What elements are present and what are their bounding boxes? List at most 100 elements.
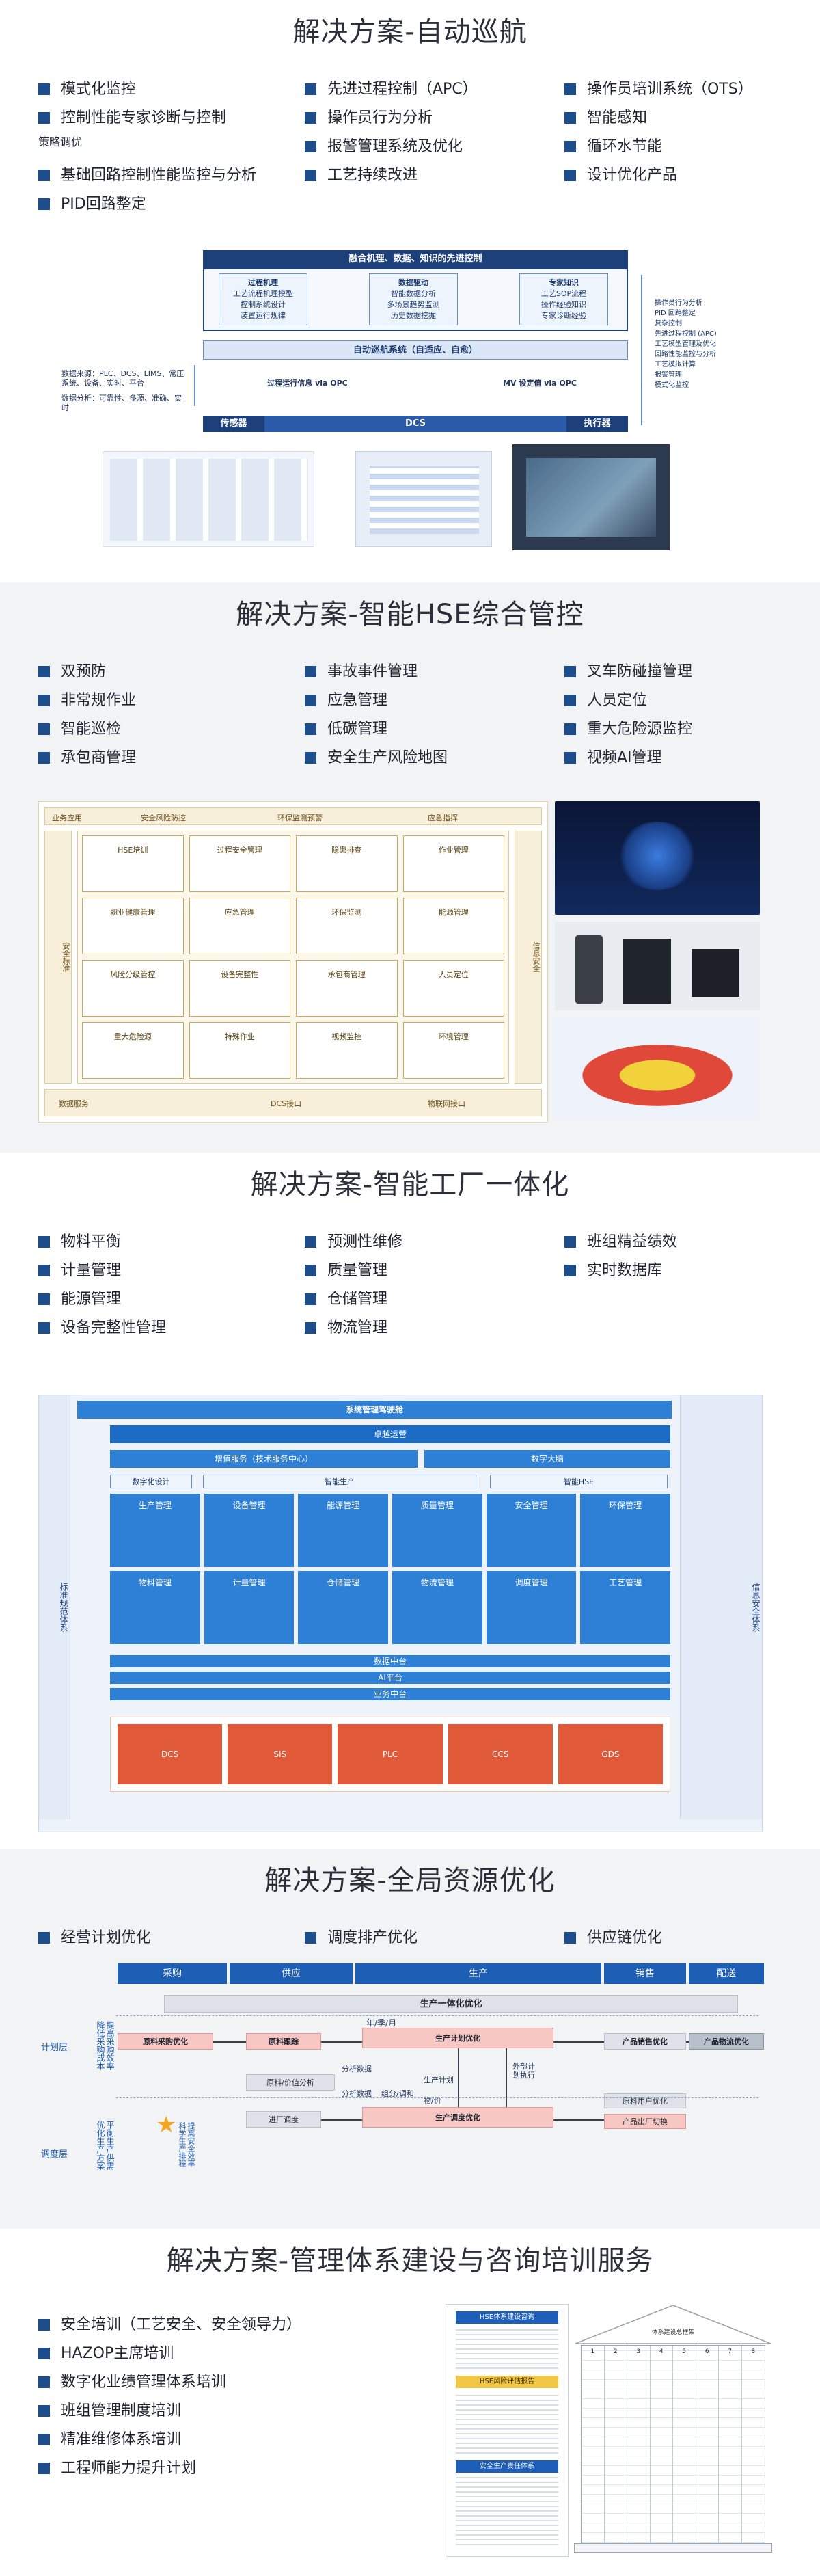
auto-cruise-diagram: 融合机理、数据、知识的先进控制 过程机理 工艺流程机理模型 控制系统设计 装置运… bbox=[62, 247, 758, 453]
bullet-square-icon bbox=[564, 83, 576, 95]
hse-module: HSE培训 bbox=[82, 835, 184, 892]
bullet-item: 计量管理 bbox=[38, 1257, 305, 1285]
diagram-cruise-bar: 自动巡航系统（自适应、自愈） bbox=[203, 340, 628, 360]
connector-line bbox=[458, 2048, 459, 2107]
flow-label: 分析数据 bbox=[342, 2089, 372, 2098]
flow-label: 物/价 bbox=[424, 2096, 441, 2105]
doc-heading: HSE风险评估报告 bbox=[456, 2376, 558, 2388]
bullet-item: 班组管理制度培训 bbox=[38, 2397, 421, 2426]
factory-col-a: 数字化设计 bbox=[110, 1475, 192, 1488]
flow-box: 产品出厂切换 bbox=[604, 2114, 686, 2129]
hse-module: 特殊作业 bbox=[189, 1022, 290, 1079]
house-column: 7 bbox=[719, 2346, 742, 2543]
diagram-opc-left: 过程运行信息 via OPC bbox=[267, 379, 348, 388]
house-column: 8 bbox=[741, 2346, 765, 2543]
bullet-item: 报警管理系统及优化 bbox=[305, 133, 564, 161]
bullet-item: 控制性能专家诊断与控制 bbox=[38, 104, 305, 133]
schedule-layer-label: 调度层 bbox=[41, 2149, 68, 2160]
house-body: 1 2 3 4 5 6 7 8 bbox=[581, 2345, 765, 2543]
bullet-square-icon bbox=[38, 2405, 50, 2417]
bullet-item: 调度排产优化 bbox=[305, 1924, 564, 1953]
doc-heading: HSE体系建设咨询 bbox=[456, 2311, 558, 2324]
hse-module: 应急管理 bbox=[189, 898, 290, 954]
bullet-square-icon bbox=[564, 112, 576, 124]
hse-right-side: 信息安全 bbox=[515, 831, 542, 1084]
factory-control-box: GDS bbox=[558, 1724, 663, 1784]
section-title: 解决方案-自动巡航 bbox=[292, 16, 528, 48]
bullet-square-icon bbox=[564, 752, 576, 764]
doc-heading: 安全生产责任体系 bbox=[456, 2460, 558, 2473]
house-column: 3 bbox=[627, 2346, 651, 2543]
bullet-item: 操作员培训系统（OTS） bbox=[564, 75, 820, 104]
bullet-square-icon bbox=[38, 666, 50, 677]
flow-box: 生产调度优化 bbox=[362, 2107, 554, 2128]
bullet-item: 模式化监控 bbox=[38, 75, 305, 104]
bullet-square-icon bbox=[305, 83, 316, 95]
bullet-square-icon bbox=[38, 2463, 50, 2474]
factory-module: 生产管理 bbox=[110, 1494, 200, 1567]
bullet-item: 操作员行为分析 bbox=[305, 104, 564, 133]
optimization-diagram: 采购 供应 生产 销售 配送 生产一体化优化 年/季/月 计划层 调度层 提高采… bbox=[41, 1961, 779, 2214]
house-roof-icon bbox=[575, 2305, 771, 2344]
bullet-square-icon bbox=[564, 1932, 576, 1944]
section-title: 解决方案-管理体系建设与咨询培训服务 bbox=[166, 2245, 654, 2277]
flow-label: 组分/调和 bbox=[381, 2089, 414, 2098]
bullet-list: 物料平衡 预测性维修 班组精益绩效 计量管理 质量管理 实时数据库 能源管理 仓… bbox=[0, 1228, 820, 1343]
hse-module: 环境管理 bbox=[402, 1022, 504, 1079]
bullet-item: 视频AI管理 bbox=[564, 744, 820, 773]
connector-line bbox=[686, 2041, 689, 2043]
bullet-square-icon bbox=[305, 1322, 316, 1334]
diagram-left-note-2: 数据分析：可靠性、多源、准确、实时 bbox=[62, 394, 182, 412]
flow-box: 产品销售优化 bbox=[604, 2033, 686, 2050]
bullet-item: 能源管理 bbox=[38, 1285, 305, 1314]
diagram-right-brace bbox=[641, 275, 646, 425]
factory-module: 物流管理 bbox=[392, 1571, 482, 1644]
factory-module: 安全管理 bbox=[486, 1494, 577, 1567]
flow-label: 外部计划执行 bbox=[512, 2062, 535, 2080]
bullet-square-icon bbox=[564, 695, 576, 706]
house-column: 5 bbox=[673, 2346, 696, 2543]
factory-row2: 卓越运营 bbox=[110, 1425, 670, 1443]
hse-module: 承包商管理 bbox=[296, 960, 398, 1017]
flow-box: 进厂调度 bbox=[246, 2111, 321, 2128]
factory-right-col: 信息安全体系 bbox=[680, 1395, 762, 1819]
bullet-item: 工程师能力提升计划 bbox=[38, 2454, 421, 2483]
diagram-col-knowledge: 专家知识 工艺SOP流程 操作经验知识 专家诊断经验 bbox=[519, 273, 608, 325]
bullet-item: 先进过程控制（APC） bbox=[305, 75, 564, 104]
bullet-square-icon bbox=[305, 1236, 316, 1248]
flow-box: 原料用户优化 bbox=[604, 2093, 686, 2108]
bullet-square-icon bbox=[38, 112, 50, 124]
diagram-col-data: 数据驱动 智能数据分析 多场景趋势监测 历史数据挖掘 bbox=[369, 273, 458, 325]
diagram-opc-right: MV 设定值 via OPC bbox=[503, 379, 577, 388]
section-smart-factory: 解决方案-智能工厂一体化 物料平衡 预测性维修 班组精益绩效 计量管理 质量管理… bbox=[0, 1153, 820, 1849]
section-hse: 解决方案-智能HSE综合管控 双预防 事故事件管理 叉车防碰撞管理 非常规作业 … bbox=[0, 582, 820, 1153]
bullet-square-icon bbox=[38, 1293, 50, 1305]
diagram-brace bbox=[191, 365, 195, 406]
connector-line bbox=[213, 2041, 246, 2043]
factory-module: 计量管理 bbox=[204, 1571, 295, 1644]
house-column: 1 bbox=[582, 2346, 605, 2543]
flow-box: 原料/价值分析 bbox=[246, 2074, 335, 2091]
stage-arrow: 配送 bbox=[689, 1963, 764, 1984]
bullet-item: 低碳管理 bbox=[305, 715, 564, 744]
factory-module: 仓储管理 bbox=[298, 1571, 388, 1644]
bullet-square-icon bbox=[305, 1932, 316, 1944]
bullet-square-icon bbox=[305, 170, 316, 181]
factory-module: 环保管理 bbox=[580, 1494, 670, 1567]
equipment-photo bbox=[555, 922, 760, 1010]
bullet-item: 经营计划优化 bbox=[38, 1924, 305, 1953]
bullet-square-icon bbox=[564, 170, 576, 181]
flow-label: 分析数据 bbox=[342, 2065, 372, 2074]
factory-module-grid: 生产管理 设备管理 能源管理 质量管理 安全管理 环保管理 物料管理 计量管理 … bbox=[110, 1494, 670, 1644]
bullet-item: 双预防 bbox=[38, 658, 305, 686]
factory-col-b: 智能生产 bbox=[203, 1475, 476, 1488]
screenshot-thumbnail bbox=[512, 444, 670, 550]
bullet-item: 非常规作业 bbox=[38, 686, 305, 715]
bullet-item: 基础回路控制性能监控与分析 bbox=[38, 161, 305, 190]
factory-control-box: SIS bbox=[228, 1724, 333, 1784]
bullet-item: 安全培训（工艺安全、安全领导力） bbox=[38, 2311, 421, 2339]
stage-arrow: 采购 bbox=[118, 1963, 227, 1984]
bullet-square-icon bbox=[38, 752, 50, 764]
bullet-item: 人员定位 bbox=[564, 686, 820, 715]
left-vertical-text: 提高采购效率 降低采购成本 bbox=[96, 2021, 115, 2070]
